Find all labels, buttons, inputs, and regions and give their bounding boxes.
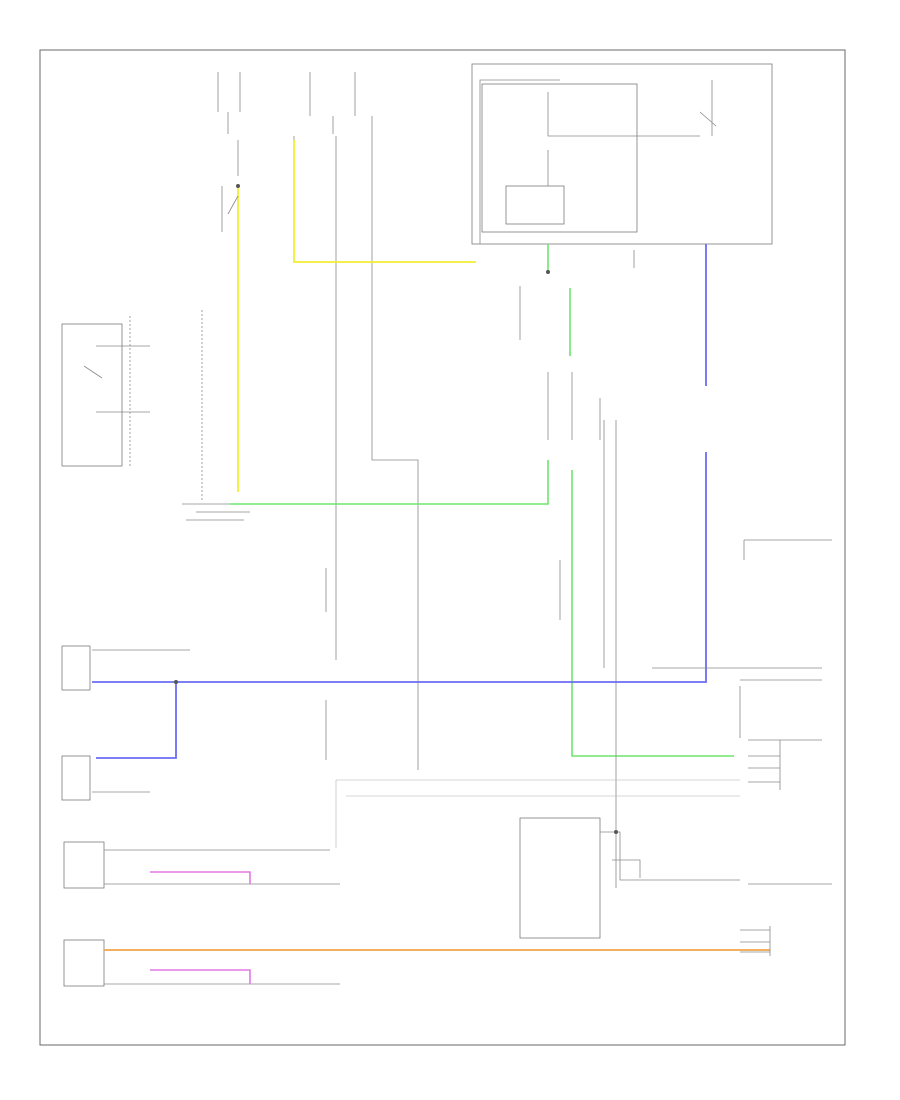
amp-wiring xyxy=(600,831,740,881)
splice-dot-1 xyxy=(236,184,240,188)
speaker-box-2 xyxy=(63,939,105,987)
blue-wire-down xyxy=(96,682,177,759)
wire-v4 xyxy=(371,116,419,770)
relay-left xyxy=(221,186,239,232)
switch-box-left xyxy=(61,323,123,467)
magenta-wire-1 xyxy=(150,871,251,884)
harness-dashed xyxy=(129,310,203,500)
splice-dot-4 xyxy=(614,830,618,834)
ground-branches xyxy=(325,560,561,760)
diagram-frame xyxy=(39,49,846,1046)
amp-box xyxy=(519,817,601,939)
wire-mid-column xyxy=(519,286,617,888)
module-wiring xyxy=(479,79,717,244)
splice-dot-2 xyxy=(546,270,550,274)
green-wire-4 xyxy=(571,470,734,757)
speaker-wires-1 xyxy=(104,849,340,885)
yellow-wire-h xyxy=(293,140,476,263)
blue-wire-main xyxy=(92,452,707,683)
module-inner-left xyxy=(481,83,638,233)
bottom-right-connectors xyxy=(740,883,832,956)
lower-harness xyxy=(335,779,740,848)
sensor-box-1 xyxy=(61,645,91,691)
switch-contacts xyxy=(83,345,150,413)
module-box-top xyxy=(471,63,773,245)
module-sub-box xyxy=(505,185,565,225)
fuse-mid xyxy=(309,72,356,134)
fuse-left xyxy=(217,72,241,134)
speaker-box-1 xyxy=(63,841,105,889)
sensor-box-2 xyxy=(61,755,91,801)
green-wire-3 xyxy=(230,460,549,505)
splice-dot-3 xyxy=(174,680,178,684)
connector-stubs xyxy=(182,503,250,521)
right-connectors xyxy=(652,539,832,790)
magenta-wire-2 xyxy=(150,969,251,984)
